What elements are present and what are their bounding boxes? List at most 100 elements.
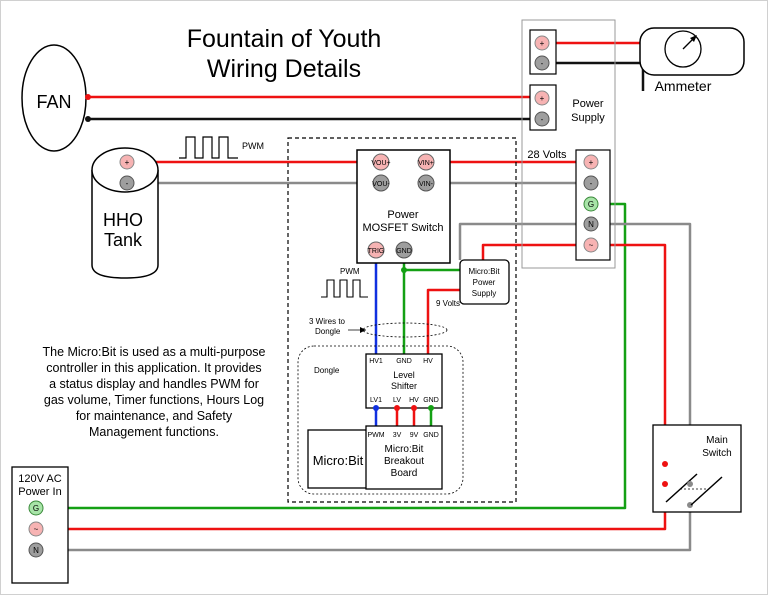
mosfet-label-line1: Power (387, 209, 419, 221)
svg-text:gas volume, Timer functions, H: gas volume, Timer functions, Hours Log (44, 393, 264, 407)
switch-lever-hot (665, 473, 698, 503)
ammeter-terminal-minus: - (534, 55, 550, 71)
svg-text:+: + (540, 94, 545, 103)
switch-lever-neutral (690, 476, 723, 506)
shifter-dot-hv (411, 405, 417, 411)
svg-text:-: - (541, 115, 544, 124)
ac-terminal-neutral: N (28, 542, 44, 558)
mosfet-pin-vin-plus: VIN+ (417, 153, 435, 171)
breakout-pin-gnd: GND (423, 432, 439, 439)
shifter-pin-hv1: HV1 (369, 358, 383, 365)
title-line2: Wiring Details (207, 55, 361, 83)
shifter-dot-lv (394, 405, 400, 411)
dongle-note-line1: 3 Wires to (309, 317, 346, 326)
hho-tank-top (91, 147, 159, 193)
supply-terminal-hot: ~ (583, 237, 599, 253)
fan-terminal-plus: + (534, 90, 550, 106)
svg-text:TRIG: TRIG (368, 248, 385, 255)
svg-text:+: + (540, 39, 545, 48)
dongle-note-arrowhead (360, 327, 366, 333)
microbit-psu-line2: Power (473, 278, 496, 287)
fan-terminal-minus: - (534, 111, 550, 127)
svg-text:N: N (33, 546, 39, 555)
microbit-breakout-board (365, 425, 443, 490)
svg-text:+: + (125, 158, 130, 167)
svg-text:VOU+: VOU+ (371, 160, 390, 167)
breakout-label-line2: Breakout (384, 456, 424, 467)
mosfet-pin-trig: TRIG (367, 241, 385, 259)
main-switch-label-line1: Main (706, 435, 728, 446)
nine-volts-label: 9 Volts (436, 299, 460, 308)
power-supply-label-line1: Power (572, 98, 604, 110)
hho-label-line2: Tank (104, 230, 143, 250)
main-switch (652, 424, 742, 513)
breakout-pin-3v: 3V (393, 432, 402, 439)
ammeter-terminal-plus: + (534, 35, 550, 51)
switch-contact-hot-bottom (662, 481, 668, 487)
psu-neutral-wire (458, 222, 589, 260)
dongle-note-line2: Dongle (315, 327, 341, 336)
svg-text:G: G (588, 200, 594, 209)
shifter-pin-hv: HV (409, 397, 419, 404)
svg-text:G: G (33, 504, 39, 513)
breakout-pin-9v: 9V (410, 432, 419, 439)
power-supply-enclosure (521, 19, 616, 269)
ac-terminal-hot: ~ (28, 521, 44, 537)
microbit-power-supply (459, 259, 510, 305)
svg-text:for maintenance, and Safety: for maintenance, and Safety (76, 409, 233, 423)
description-text: The Micro:Bit is used as a multi-purpose… (42, 345, 265, 439)
pwm-label-middle: PWM (340, 267, 360, 276)
supply-terminal-minus: - (583, 175, 599, 191)
title-line1: Fountain of Youth (187, 25, 382, 53)
svg-text:VIN+: VIN+ (418, 160, 434, 167)
svg-text:controller in this application: controller in this application. It provi… (46, 361, 261, 375)
shifter-label-line2: Shifter (391, 381, 417, 391)
pwm-pulse-icon (179, 136, 238, 159)
fan-negative-dot (85, 116, 91, 122)
ac-power-label-line1: 120V AC (18, 473, 61, 485)
shifter-label-line1: Level (393, 370, 415, 380)
svg-text:a status display and handles P: a status display and handles PWM for (49, 377, 259, 391)
ammeter-label: Ammeter (655, 78, 712, 94)
microbit-psu-line1: Micro:Bit (468, 267, 500, 276)
ac-hot-out-wire (591, 243, 667, 464)
shifter-dot-gnd (428, 405, 434, 411)
supply-terminal-neutral: N (583, 216, 599, 232)
mosfet-pin-vin-minus: VIN- (417, 174, 435, 192)
svg-text:VIN-: VIN- (419, 181, 434, 188)
microbit-psu-line3: Supply (472, 289, 496, 298)
shifter-pin-lv: LV (393, 397, 401, 404)
svg-text:VOU-: VOU- (372, 181, 390, 188)
switch-contact-neutral-bottom (687, 502, 693, 508)
dongle-label: Dongle (314, 366, 340, 375)
tank-terminal-plus: + (119, 154, 135, 170)
junction-dot-gnd (401, 267, 407, 273)
control-box (287, 137, 517, 503)
mosfet-pin-vou-minus: VOU- (372, 174, 390, 192)
ac-neutral-wire (36, 505, 692, 552)
breakout-label-line1: Micro:Bit (385, 444, 424, 455)
ac-terminal-ground: G (28, 500, 44, 516)
ac-power-label-line2: Power In (18, 486, 61, 498)
hho-label-line1: HHO (103, 210, 143, 230)
twenty-eight-volts-label: 28 Volts (527, 149, 567, 161)
breakout-pin-pwm: PWM (367, 432, 384, 439)
mosfet-label-line2: MOSFET Switch (362, 222, 443, 234)
switch-contact-neutral-top (687, 481, 693, 487)
svg-text:-: - (126, 179, 129, 188)
shifter-dot-lv1 (373, 405, 379, 411)
hho-tank-body (91, 170, 159, 279)
shifter-pin-gnd-top: GND (396, 358, 412, 365)
mosfet-pin-gnd: GND (395, 241, 413, 259)
level-shifter (365, 353, 443, 409)
pwm-pulse-icon-middle (321, 279, 368, 298)
wire-bundle-marker (362, 322, 448, 338)
supply-terminal-plus: + (583, 154, 599, 170)
breakout-label-line3: Board (391, 468, 418, 479)
svg-text:-: - (541, 59, 544, 68)
microbit-label: Micro:Bit (313, 453, 364, 468)
power-supply-label-line2: Supply (571, 112, 605, 124)
mosfet-pin-vou-plus: VOU+ (371, 153, 391, 171)
shifter-pin-gnd: GND (423, 397, 439, 404)
